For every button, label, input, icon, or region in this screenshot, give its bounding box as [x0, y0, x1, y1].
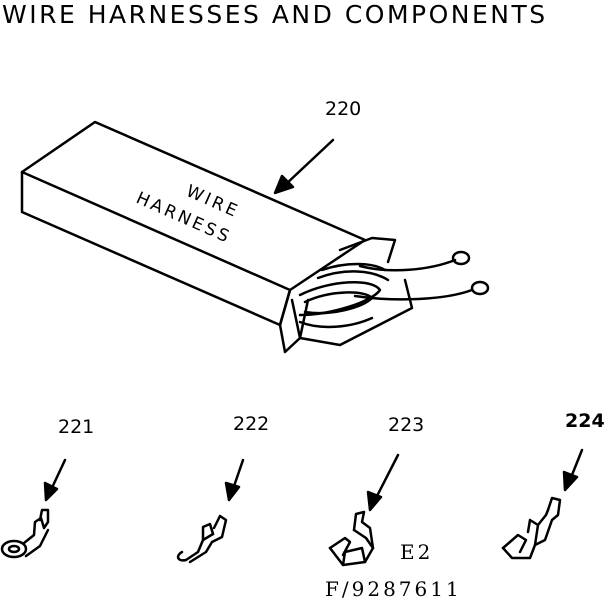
diagram-code: E2 [400, 540, 434, 564]
hook-terminal-222 [176, 514, 228, 564]
leader-arrow-222 [224, 458, 245, 502]
part-ref-222: 222 [233, 413, 270, 435]
ring-terminal-221 [0, 458, 67, 559]
part-ref-223: 223 [388, 414, 425, 436]
flag-terminal-224 [501, 496, 562, 560]
figure-number: F/9287611 [325, 577, 462, 601]
leader-arrow-223 [366, 453, 400, 512]
spade-terminal-223 [328, 510, 375, 567]
part-ref-224: 224 [565, 410, 605, 432]
part-ref-221: 221 [58, 416, 95, 438]
wire-harness-box: WIRE HARNESS [20, 120, 490, 354]
part-ref-220: 220 [325, 98, 362, 120]
leader-arrow-220 [273, 138, 335, 195]
leader-arrow-224 [562, 448, 584, 492]
page-title: WIRE HARNESSES AND COMPONENTS [2, 0, 548, 29]
